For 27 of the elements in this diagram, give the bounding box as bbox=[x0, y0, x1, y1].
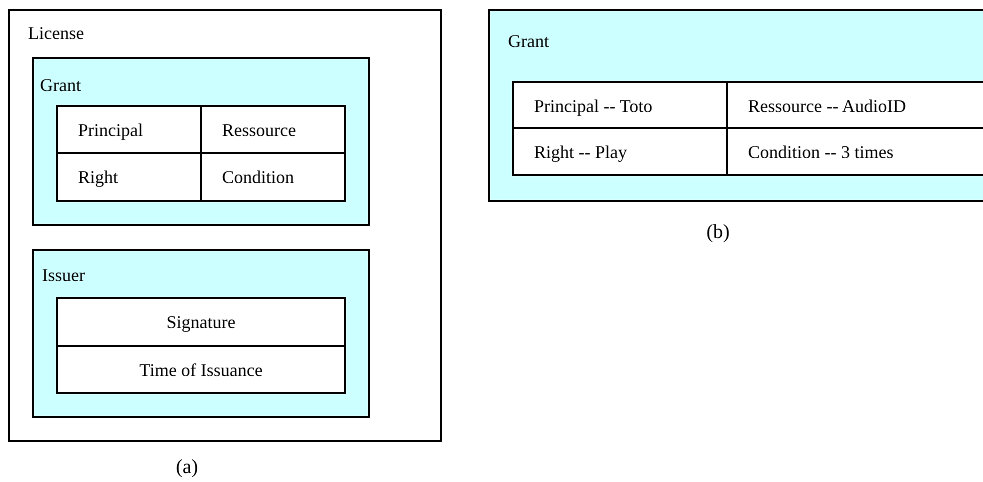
cell-text: Condition -- 3 times bbox=[748, 142, 894, 162]
container-box bbox=[8, 9, 442, 442]
cell-text: Signature bbox=[166, 312, 236, 332]
group-box bbox=[32, 249, 370, 418]
figure-label: (a) bbox=[176, 456, 198, 478]
table-cell bbox=[56, 152, 202, 202]
table-cell bbox=[200, 105, 346, 154]
table-cell bbox=[56, 297, 346, 347]
box-heading: License bbox=[28, 23, 84, 43]
cell-text: Ressource -- AudioID bbox=[748, 96, 906, 116]
table-cell bbox=[726, 127, 983, 176]
table-cell bbox=[56, 345, 346, 394]
cell-text: Right -- Play bbox=[534, 142, 627, 162]
table-cell bbox=[56, 105, 202, 154]
figure-label: (b) bbox=[706, 221, 730, 243]
group-box bbox=[32, 57, 370, 226]
cell-text: Principal bbox=[78, 120, 143, 140]
cell-text: Condition bbox=[222, 167, 294, 187]
table-cell bbox=[200, 152, 346, 202]
box-heading: Grant bbox=[40, 75, 81, 95]
group-box bbox=[488, 9, 983, 202]
cell-text: Ressource bbox=[222, 120, 296, 140]
box-heading: Issuer bbox=[42, 265, 85, 285]
cell-text: Right bbox=[78, 167, 118, 187]
cell-text: Principal -- Toto bbox=[534, 96, 652, 116]
cell-text: Time of Issuance bbox=[139, 360, 263, 380]
box-heading: Grant bbox=[508, 31, 549, 51]
